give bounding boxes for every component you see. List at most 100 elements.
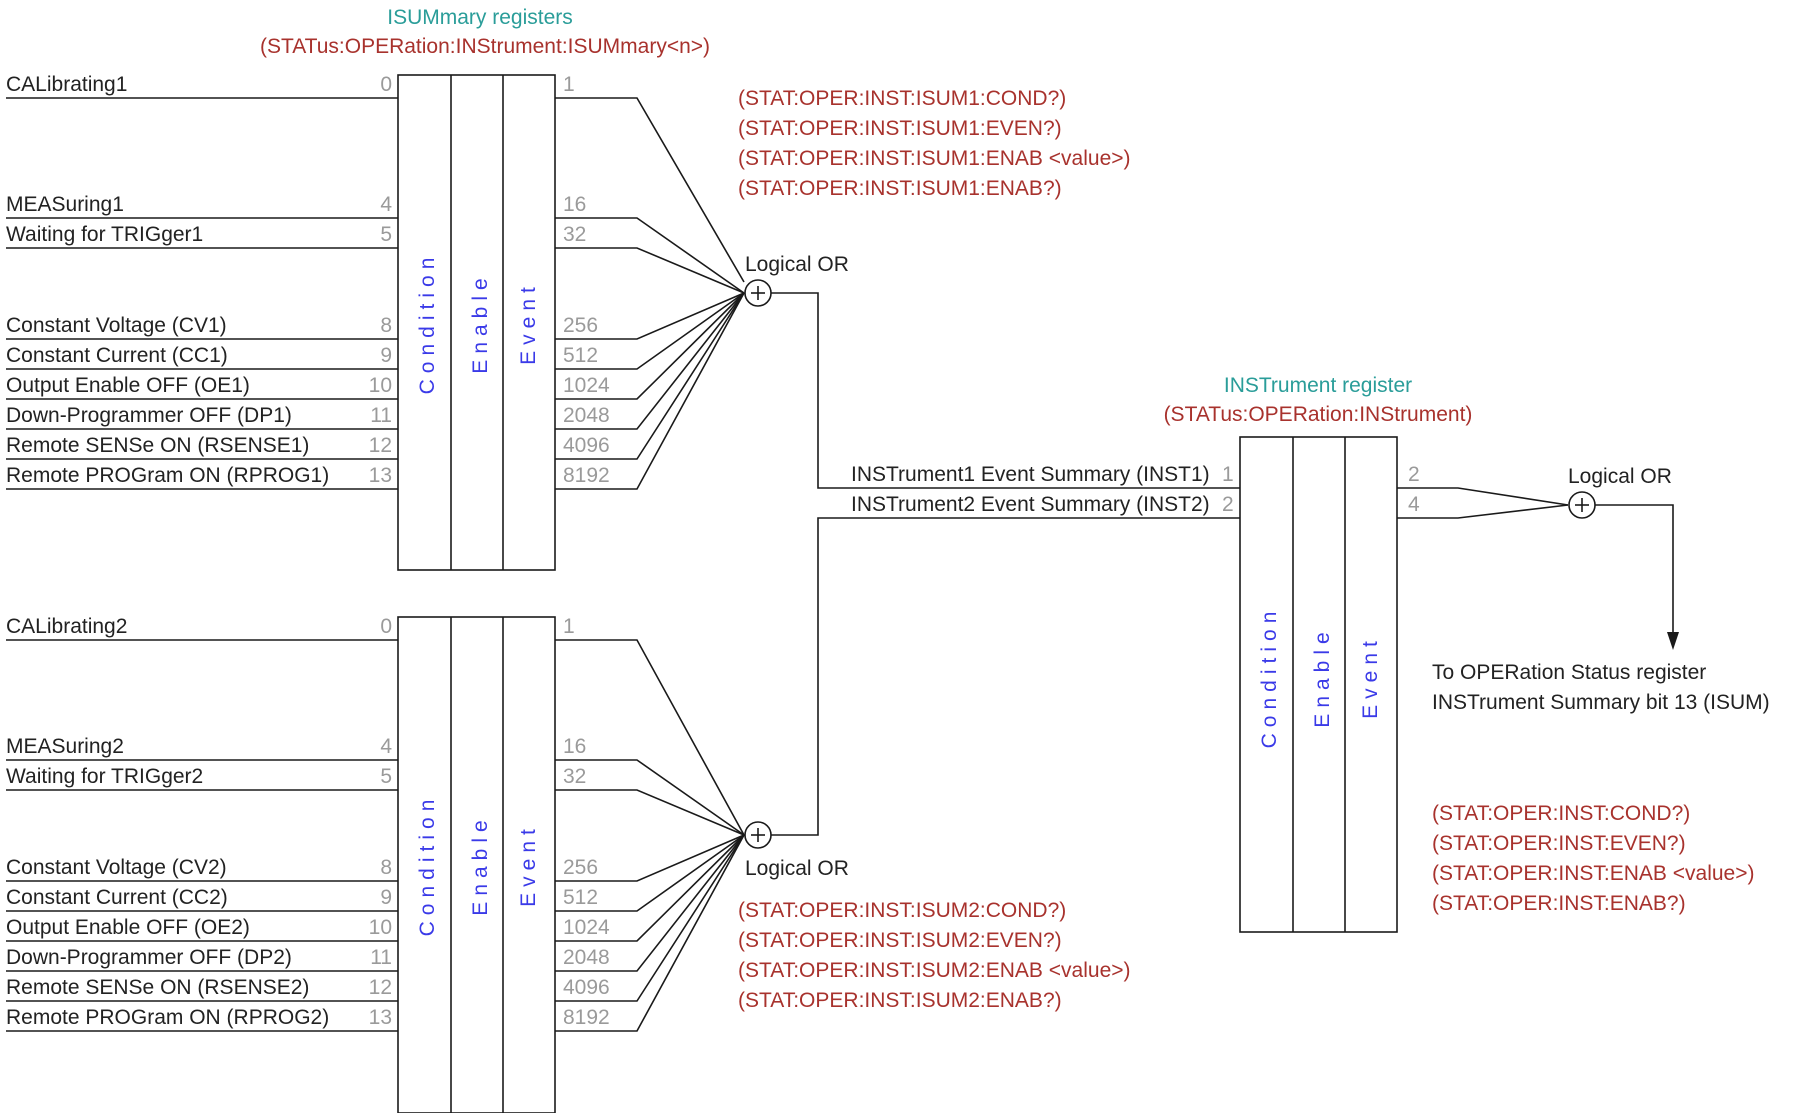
isum1-input-label: Remote SENSe ON (RSENSE1) [6,434,309,457]
isum1-input-label: Output Enable OFF (OE1) [6,374,250,397]
instrument-logical-or-label: Logical OR [1568,465,1672,488]
isum1-bit-number: 11 [370,404,392,427]
instrument-title: INSTrument register [1224,374,1412,397]
isum1-event-line [555,292,745,400]
isum1-bit-number: 4 [380,193,392,216]
isum2-bit-number: 5 [380,765,392,788]
isum2-command: (STAT:OPER:INST:ISUM2:COND?) [738,899,1066,922]
instrument-enable-label: Enable [1311,626,1334,727]
instrument-command: (STAT:OPER:INST:ENAB <value>) [1432,862,1755,885]
isum2-bit-number: 8 [380,856,392,879]
isum1-bit-value: 4096 [563,434,610,457]
isum1-bit-value: 256 [563,314,598,337]
instrument-subtitle: (STATus:OPERation:INStrument) [1164,403,1473,426]
instrument-event-line [1397,487,1569,506]
instrument-condition-label: Condition [1258,606,1281,749]
instrument-input-label: INSTrument2 Event Summary (INST2) [851,493,1210,516]
isum2-bit-value: 16 [563,735,586,758]
isum1-input-label: Constant Voltage (CV1) [6,314,227,337]
isum1-event-line [555,292,745,370]
output-arrowhead [1667,632,1679,650]
isum2-block: Condition Enable Event CALibrating2 MEAS… [6,517,1240,1114]
isum2-enable-label: Enable [469,814,492,915]
isum2-bit-number: 0 [380,615,392,638]
isum1-condition-label: Condition [416,252,439,395]
isum2-bit-value: 32 [563,765,586,788]
isum2-input-label: Remote SENSe ON (RSENSE2) [6,976,309,999]
isum2-command: (STAT:OPER:INST:ISUM2:ENAB?) [738,989,1062,1012]
isum2-bit-number: 9 [380,886,392,909]
isum2-logical-or-label: Logical OR [745,857,849,880]
isum2-event-line [555,834,745,942]
output-destination-line: INSTrument Summary bit 13 (ISUM) [1432,691,1770,714]
logical-or-symbol [744,279,772,307]
instrument-register-box [1239,436,1398,933]
isum1-input-label: Down-Programmer OFF (DP1) [6,404,292,427]
isum-output-line [1595,504,1674,636]
isum2-bit-value: 2048 [563,946,610,969]
isum1-command: (STAT:OPER:INST:ISUM1:ENAB?) [738,177,1062,200]
isum2-event-line [555,834,745,972]
isum2-bit-number: 4 [380,735,392,758]
isum2-bit-value: 512 [563,886,598,909]
isum1-bit-number: 13 [369,464,392,487]
instrument-bit-number: 1 [1222,463,1234,486]
isum1-bit-number: 9 [380,344,392,367]
isum1-input-label: Waiting for TRIGger1 [6,223,203,246]
logical-or-symbol [1568,491,1596,519]
isum2-event-line [555,834,745,912]
isum2-bit-value: 8192 [563,1006,610,1029]
isum1-event-line [555,292,745,460]
isum2-input-label: MEASuring2 [6,735,124,758]
isum2-input-label: Waiting for TRIGger2 [6,765,203,788]
instrument-command: (STAT:OPER:INST:COND?) [1432,802,1690,825]
isum2-event-line [555,834,745,882]
isum2-command: (STAT:OPER:INST:ISUM2:ENAB <value>) [738,959,1131,982]
instrument-command: (STAT:OPER:INST:ENAB?) [1432,892,1686,915]
isum1-event-line [555,247,745,294]
isum1-bit-value: 2048 [563,404,610,427]
isum2-bit-value: 1024 [563,916,610,939]
isum1-bit-value: 512 [563,344,598,367]
isum1-bit-value: 1 [563,73,575,96]
isum1-bit-number: 0 [380,73,392,96]
inst2-summary-line [771,517,1240,836]
isum1-event-line [555,292,745,490]
isum2-input-label: Constant Current (CC2) [6,886,228,909]
isum1-enable-label: Enable [469,272,492,373]
instrument-bit-number: 2 [1222,493,1234,516]
isum2-input-label: Down-Programmer OFF (DP2) [6,946,292,969]
isum2-command: (STAT:OPER:INST:ISUM2:EVEN?) [738,929,1062,952]
isum1-event-line [555,97,745,283]
isum1-event-label: Event [517,281,540,365]
inst1-summary-line [771,292,1240,489]
isum2-input-label: Remote PROGram ON (RPROG2) [6,1006,329,1029]
isum1-command: (STAT:OPER:INST:ISUM1:EVEN?) [738,117,1062,140]
isum1-input-label: Constant Current (CC1) [6,344,228,367]
isum1-register-box [397,74,556,571]
output-destination-line: To OPERation Status register [1432,661,1706,684]
isum1-input-label: Remote PROGram ON (RPROG1) [6,464,329,487]
isummary-title: ISUMmary registers [387,6,573,29]
isum2-bit-value: 1 [563,615,575,638]
isum1-event-line [555,292,745,430]
isum2-event-line [555,834,745,1002]
instrument-event-label: Event [1359,635,1382,719]
isum1-bit-number: 10 [369,374,392,397]
isum1-logical-or-label: Logical OR [745,253,849,276]
isum2-bit-number: 11 [370,946,392,969]
isum1-bit-number: 8 [380,314,392,337]
isum1-bit-value: 1024 [563,374,610,397]
isum2-input-label: Output Enable OFF (OE2) [6,916,250,939]
isum2-condition-label: Condition [416,794,439,937]
isum2-event-line [555,789,745,836]
isum1-event-line [555,292,745,340]
isum1-block: Condition Enable Event CALibrating1 MEAS… [6,73,1240,571]
isum1-bit-value: 8192 [563,464,610,487]
isummary-subtitle: (STATus:OPERation:INStrument:ISUMmary<n>… [260,35,710,58]
isum1-command: (STAT:OPER:INST:ISUM1:COND?) [738,87,1066,110]
isum1-bit-value: 16 [563,193,586,216]
isum2-bit-number: 10 [369,916,392,939]
